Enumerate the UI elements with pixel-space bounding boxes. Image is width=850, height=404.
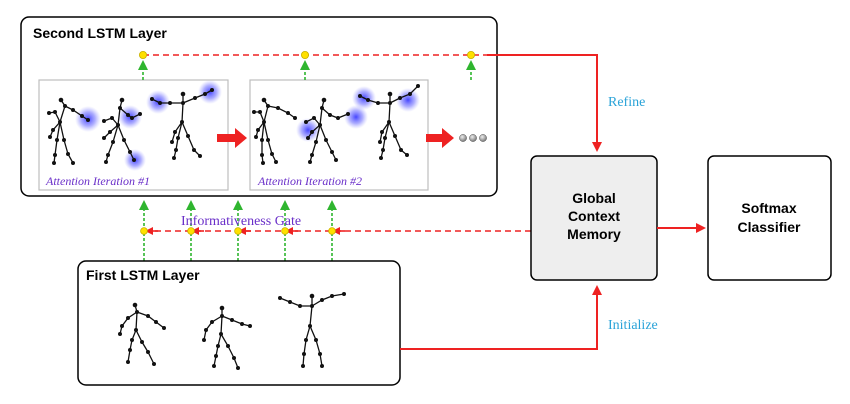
skeleton-figure xyxy=(150,88,214,160)
refine-label: Refine xyxy=(608,95,645,110)
skeleton-figure xyxy=(102,97,142,164)
skeleton-figure xyxy=(304,97,350,164)
gate-arrows-top xyxy=(138,60,476,80)
skeleton-figure xyxy=(278,292,346,368)
gate-dot xyxy=(300,51,309,60)
gate-dot xyxy=(466,51,475,60)
skeleton-figure xyxy=(358,84,420,160)
iteration-arrow xyxy=(217,128,247,148)
skeleton-figure xyxy=(118,302,166,366)
gate-dot xyxy=(328,227,336,235)
first-lstm-layer-box: First LSTM Layer xyxy=(77,260,401,386)
gate-dot xyxy=(281,227,289,235)
second-lstm-title: Second LSTM Layer xyxy=(33,25,167,41)
continuation-dots xyxy=(459,134,487,142)
global-context-line-1: Global xyxy=(572,190,616,206)
skeleton-figure xyxy=(47,97,90,165)
softmax-classifier-box: Softmax Classifier xyxy=(707,155,832,281)
attention-glow xyxy=(296,118,320,142)
softmax-line-2: Classifier xyxy=(737,219,801,235)
iteration-1-label: Attention Iteration #1 xyxy=(45,174,150,188)
first-lstm-title: First LSTM Layer xyxy=(86,267,200,283)
attention-iteration-1-panel: Attention Iteration #1 xyxy=(38,79,229,191)
second-lstm-layer-box: Second LSTM Layer xyxy=(20,16,498,197)
refine-flow: Refine xyxy=(138,51,645,152)
informativeness-gate-label: Informativeness Gate xyxy=(181,214,301,229)
attention-glow xyxy=(344,105,368,129)
initialize-label: Initialize xyxy=(608,318,658,333)
informativeness-gate: Informativeness Gate xyxy=(139,200,531,261)
global-context-memory-box: Global Context Memory xyxy=(530,155,658,281)
global-context-line-3: Memory xyxy=(567,226,621,242)
iteration-2-label: Attention Iteration #2 xyxy=(257,174,362,188)
gate-dot xyxy=(138,51,147,60)
skeleton-figure xyxy=(202,305,252,370)
softmax-line-1: Softmax xyxy=(741,200,796,216)
gate-dot xyxy=(187,227,195,235)
attention-iteration-2-panel: Attention Iteration #2 xyxy=(249,79,429,191)
skeleton-figure xyxy=(252,97,297,165)
iteration-arrow xyxy=(426,128,454,148)
initialize-flow: Initialize xyxy=(400,285,658,350)
gate-dot xyxy=(234,227,242,235)
gate-dot xyxy=(140,227,148,235)
attention-glow xyxy=(198,80,222,104)
attention-glow xyxy=(396,88,420,112)
global-context-line-2: Context xyxy=(568,208,620,224)
